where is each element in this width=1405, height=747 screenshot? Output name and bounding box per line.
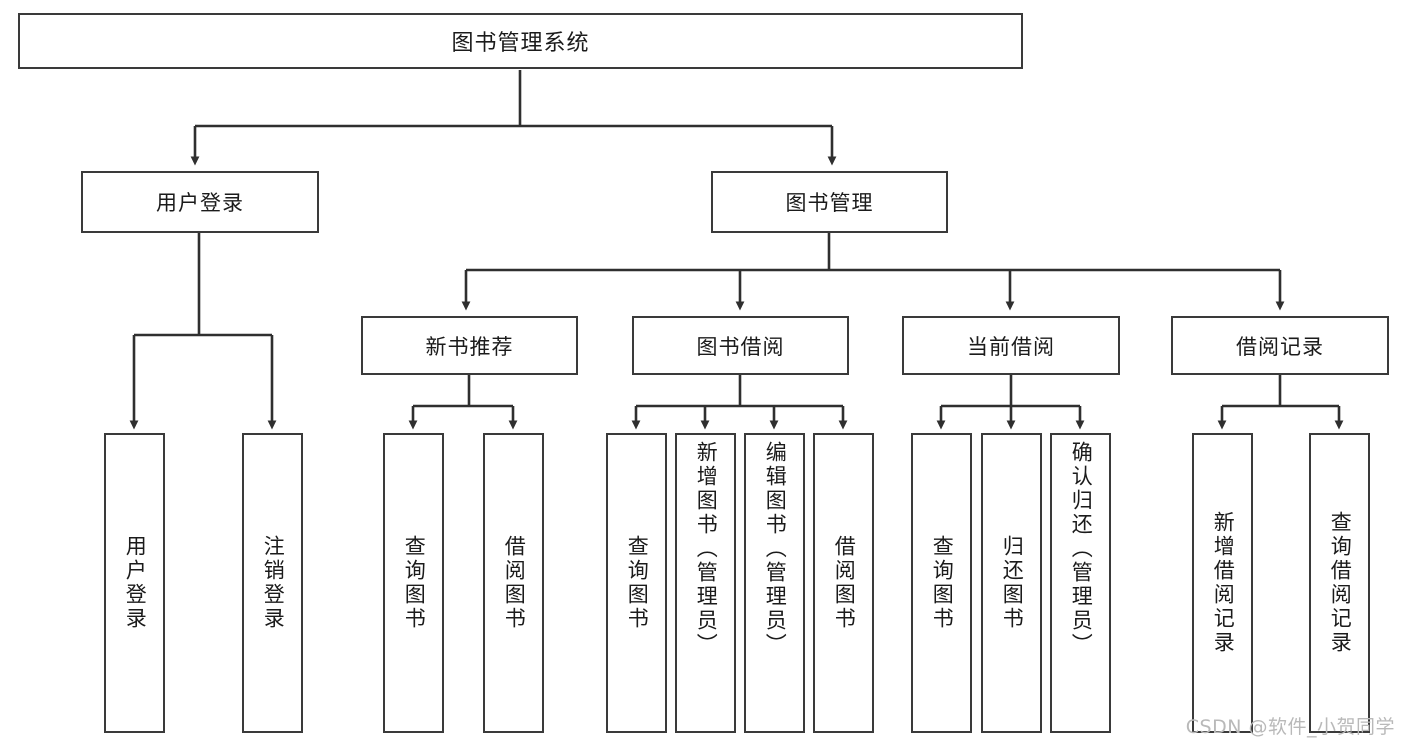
node-book-borrow[interactable]: 图书借阅 bbox=[632, 316, 849, 375]
node-borrow-record[interactable]: 借阅记录 bbox=[1171, 316, 1389, 375]
node-leaf-confirm-return[interactable]: 确认归还（管理员） bbox=[1050, 433, 1111, 733]
node-leaf-query-book-current[interactable]: 查询图书 bbox=[911, 433, 972, 733]
csdn-watermark: CSDN @软件_小贺同学 bbox=[1185, 716, 1395, 738]
leaf-label: 借阅图书 bbox=[832, 535, 857, 631]
node-leaf-add-book[interactable]: 新增图书（管理员） bbox=[675, 433, 736, 733]
node-root-system[interactable]: 图书管理系统 bbox=[18, 13, 1023, 69]
node-leaf-user-logout[interactable]: 注销登录 bbox=[242, 433, 303, 733]
node-leaf-query-book-recommend[interactable]: 查询图书 bbox=[383, 433, 444, 733]
leaf-label: 注销登录 bbox=[261, 535, 286, 631]
node-current-borrow[interactable]: 当前借阅 bbox=[902, 316, 1120, 375]
node-leaf-return-book[interactable]: 归还图书 bbox=[981, 433, 1042, 733]
node-leaf-query-book-borrow[interactable]: 查询图书 bbox=[606, 433, 667, 733]
leaf-label: 用户登录 bbox=[123, 535, 148, 631]
leaf-label: 确认归还（管理员） bbox=[1069, 441, 1094, 657]
leaf-label: 新增借阅记录 bbox=[1211, 511, 1236, 655]
leaf-label: 查询图书 bbox=[402, 535, 427, 631]
node-leaf-borrow-book-recommend[interactable]: 借阅图书 bbox=[483, 433, 544, 733]
leaf-label: 查询图书 bbox=[930, 535, 955, 631]
node-new-book-recommend[interactable]: 新书推荐 bbox=[361, 316, 578, 375]
node-leaf-edit-book[interactable]: 编辑图书（管理员） bbox=[744, 433, 805, 733]
leaf-label: 归还图书 bbox=[1000, 535, 1025, 631]
node-user-login[interactable]: 用户登录 bbox=[81, 171, 319, 233]
node-leaf-borrow-book[interactable]: 借阅图书 bbox=[813, 433, 874, 733]
node-leaf-user-login[interactable]: 用户登录 bbox=[104, 433, 165, 733]
node-leaf-add-borrow-record[interactable]: 新增借阅记录 bbox=[1192, 433, 1253, 733]
node-leaf-query-borrow-record[interactable]: 查询借阅记录 bbox=[1309, 433, 1370, 733]
node-book-manage[interactable]: 图书管理 bbox=[711, 171, 948, 233]
leaf-label: 查询图书 bbox=[625, 535, 650, 631]
leaf-label: 查询借阅记录 bbox=[1328, 511, 1353, 655]
leaf-label: 借阅图书 bbox=[502, 535, 527, 631]
leaf-label: 编辑图书（管理员） bbox=[763, 441, 788, 657]
leaf-label: 新增图书（管理员） bbox=[694, 441, 719, 657]
